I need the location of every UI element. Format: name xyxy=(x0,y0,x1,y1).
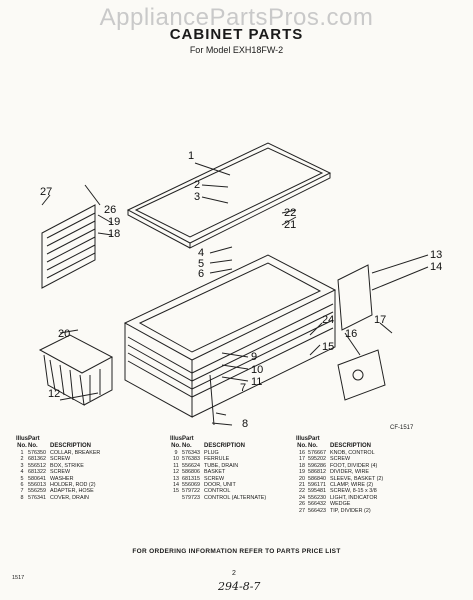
header-part: Part xyxy=(308,436,320,442)
header-part-no: No. xyxy=(28,443,38,449)
footer-code: 1517 xyxy=(12,575,25,581)
callout-11: 11 xyxy=(251,376,262,388)
callout-1: 1 xyxy=(188,150,194,162)
callout-7: 7 xyxy=(240,382,246,394)
header-illus: Illus. xyxy=(296,436,310,442)
handwritten-note: 294-8-7 xyxy=(218,580,261,593)
callout-8: 8 xyxy=(242,418,248,430)
wire-basket xyxy=(38,334,114,406)
callout-2: 2 xyxy=(194,179,200,191)
callout-6: 6 xyxy=(198,268,204,280)
callout-20: 20 xyxy=(58,328,70,340)
page-number: 2 xyxy=(232,570,236,577)
callout-10: 10 xyxy=(251,364,263,376)
header-part: Part xyxy=(28,436,40,442)
callout-27: 27 xyxy=(40,186,52,198)
control-bracket xyxy=(337,349,386,401)
header-illus-no: No. xyxy=(171,443,181,449)
freezer-cabinet-body xyxy=(123,254,337,418)
callout-13: 13 xyxy=(430,249,442,261)
header-illus-no: No. xyxy=(297,443,307,449)
watermark-text: AppliancePartsPros.com xyxy=(99,4,374,31)
callout-26: 26 xyxy=(104,204,116,216)
page-title: CABINET PARTS xyxy=(169,26,304,43)
callout-16: 16 xyxy=(345,328,357,340)
callout-24: 24 xyxy=(322,314,334,326)
callout-4: 4 xyxy=(198,247,204,259)
header-description: DESCRIPTION xyxy=(204,443,246,449)
ordering-note: FOR ORDERING INFORMATION REFER TO PARTS … xyxy=(132,548,341,555)
unit-door xyxy=(337,264,373,331)
callout-14: 14 xyxy=(430,261,442,273)
wire-divider xyxy=(41,204,96,289)
callout-21: 21 xyxy=(284,219,296,231)
callout-5: 5 xyxy=(198,258,204,270)
callout-18: 18 xyxy=(108,228,120,240)
callout-19: 19 xyxy=(108,216,120,228)
callout-labels: 1 2 3 4 5 6 7 8 9 10 11 12 13 14 15 16 1… xyxy=(40,150,442,430)
callout-22: 22 xyxy=(284,207,296,219)
header-description: DESCRIPTION xyxy=(50,443,92,449)
header-part-no: No. xyxy=(182,443,192,449)
exploded-parts-diagram: 1 2 3 4 5 6 7 8 9 10 11 12 13 14 15 16 1… xyxy=(38,142,442,430)
callout-12: 12 xyxy=(48,388,60,400)
header-description: DESCRIPTION xyxy=(330,443,372,449)
model-subtitle: For Model EXH18FW-2 xyxy=(189,45,284,55)
header-illus-no: No. xyxy=(17,443,27,449)
callout-15: 15 xyxy=(322,341,334,353)
figure-id: CF-1517 xyxy=(390,425,414,431)
header-illus: Illus. xyxy=(170,436,184,442)
callout-9: 9 xyxy=(251,351,257,363)
header-part: Part xyxy=(182,436,194,442)
header-illus: Illus. xyxy=(16,436,30,442)
lid-assembly xyxy=(126,142,332,249)
header-part-no: No. xyxy=(308,443,318,449)
callout-3: 3 xyxy=(194,191,200,203)
drain-tube xyxy=(209,374,215,426)
callout-17: 17 xyxy=(374,314,386,326)
